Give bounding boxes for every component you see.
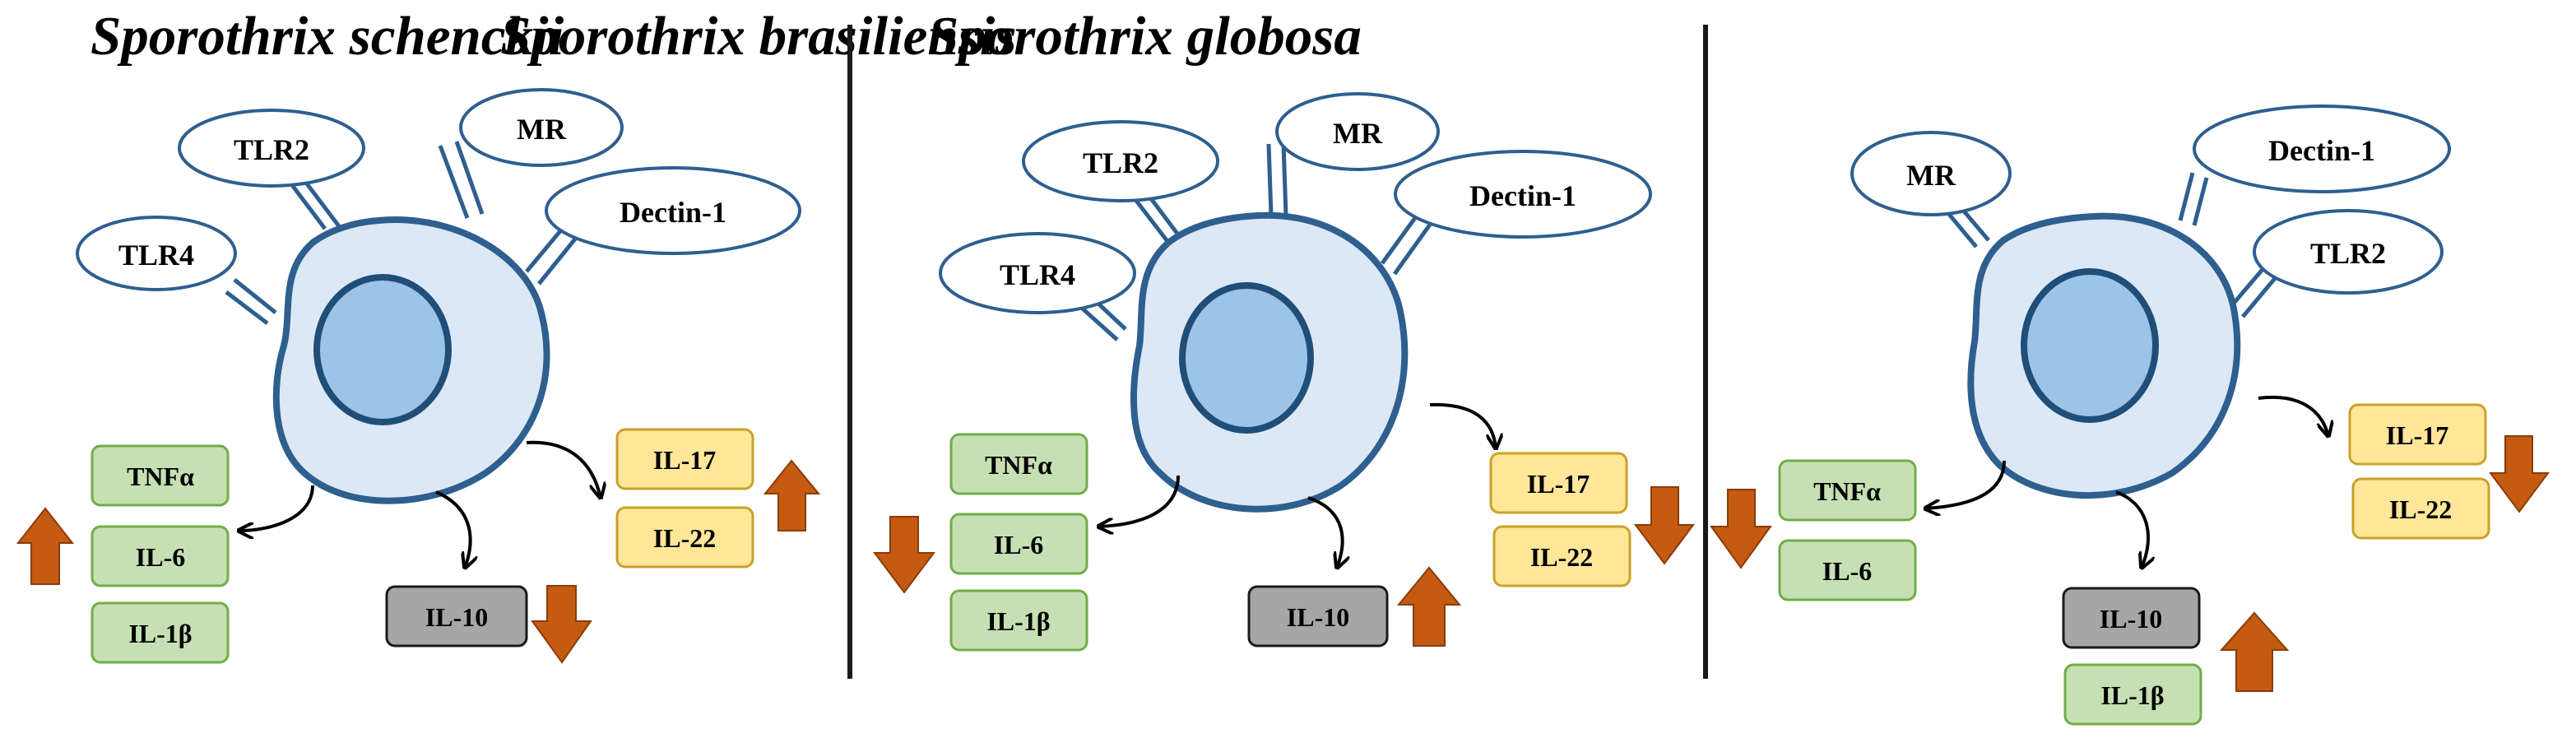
receptor-label: Dectin-1	[2268, 134, 2375, 167]
cytokine-tnfa: TNFα	[949, 433, 1088, 495]
receptor-tlr4: TLR4	[76, 216, 237, 291]
cytokine-il17: IL-17	[1489, 452, 1628, 514]
down-arrow-il10	[531, 585, 592, 664]
arrow-to-il10	[435, 490, 471, 568]
nucleus	[313, 274, 452, 425]
panel-2: TLR2 MR TLR4 Dectin-1 TNFα IL-6 IL-1β	[873, 92, 1695, 652]
receptor-label: TLR2	[2310, 237, 2386, 270]
cytokine-il6: IL-6	[949, 513, 1088, 575]
receptor-label: Dectin-1	[620, 196, 726, 229]
cytokine-label: IL-1β	[128, 619, 192, 648]
cytokine-il6: IL-6	[91, 525, 230, 587]
receptor-stalks	[1076, 143, 1432, 341]
arrow-to-proinflammatory	[1098, 475, 1180, 527]
arrow-to-proinflammatory	[1925, 460, 2006, 508]
cytokine-label: TNFα	[127, 462, 194, 491]
cytokine-label: IL-1β	[986, 606, 1050, 636]
cytokine-il1b: IL-1β	[949, 589, 1088, 652]
cytokine-il1b: IL-1β	[2063, 663, 2202, 726]
cytokine-label: IL-6	[994, 530, 1043, 559]
cytokine-label: IL-6	[136, 542, 185, 572]
cytokine-label: IL-22	[2389, 494, 2452, 524]
receptor-label: TLR4	[118, 239, 194, 272]
cytokine-label: TNFα	[985, 450, 1052, 480]
cytokine-tnfa: TNFα	[1778, 459, 1917, 522]
down-arrow-th17	[1634, 486, 1695, 565]
receptor-dectin-1: Dectin-1	[2193, 104, 2451, 193]
cytokine-label: IL-17	[2386, 420, 2448, 450]
cytokine-tnfa: TNFα	[91, 444, 230, 507]
receptor-label: MR	[517, 113, 567, 146]
receptor-mr: MR	[1850, 131, 2012, 216]
cytokine-il22: IL-22	[1492, 525, 1631, 587]
receptor-label: Dectin-1	[1469, 179, 1576, 212]
divider-2	[1703, 25, 1708, 679]
arrow-to-il17	[2258, 395, 2328, 436]
arrow-to-proinflammatory	[239, 485, 314, 531]
receptor-label: MR	[1906, 159, 1956, 192]
receptor-tlr2: TLR2	[1022, 120, 1219, 202]
cytokine-il1b: IL-1β	[91, 601, 230, 664]
cytokine-label: IL-10	[425, 602, 488, 632]
cytokine-label: IL-6	[1822, 556, 1872, 586]
down-arrow-proinflammatory	[1710, 489, 1772, 569]
up-arrow-il10-il1b	[2219, 611, 2290, 692]
cytokine-label: TNFα	[1813, 476, 1881, 506]
cytokine-il22: IL-22	[615, 506, 754, 569]
cytokine-label: IL-22	[1530, 542, 1593, 572]
cytokine-label: IL-10	[1287, 602, 1349, 632]
cytokine-il10: IL-10	[385, 585, 528, 647]
arrow-to-il10	[2115, 490, 2148, 568]
receptor-stalks	[225, 141, 582, 325]
panel-1: TLR2 MR TLR4 Dectin-1 TNFα IL-6	[16, 88, 821, 664]
divider-1	[847, 25, 852, 679]
cytokine-label: IL-1β	[2100, 680, 2164, 710]
up-arrow-th17	[763, 459, 821, 531]
receptor-tlr2: TLR2	[2253, 209, 2444, 295]
arrow-to-il17	[1429, 402, 1496, 448]
cytokine-il22: IL-22	[2351, 477, 2490, 540]
arrow-to-il17	[526, 440, 601, 498]
receptor-dectin-1: Dectin-1	[545, 166, 801, 255]
receptor-label: TLR2	[1083, 146, 1158, 179]
cytokine-il17: IL-17	[2348, 403, 2487, 466]
receptor-mr: MR	[1275, 92, 1440, 171]
down-arrow-proinflammatory	[873, 516, 935, 594]
cytokine-label: IL-22	[653, 523, 716, 553]
cytokine-label: IL-17	[1527, 469, 1590, 499]
nucleus	[1179, 282, 1314, 434]
nucleus	[2021, 268, 2159, 423]
receptor-label: MR	[1333, 117, 1383, 150]
cytokine-il10: IL-10	[2062, 587, 2201, 649]
cytokine-label: IL-17	[653, 445, 716, 475]
cytokine-il17: IL-17	[615, 428, 754, 490]
receptor-label: TLR4	[1000, 258, 1075, 291]
up-arrow-il10	[1396, 566, 1462, 647]
cytokine-il6: IL-6	[1778, 539, 1917, 601]
down-arrow-th17	[2489, 435, 2550, 513]
receptor-label: TLR2	[234, 133, 309, 166]
arrow-to-il10	[1307, 496, 1343, 568]
receptor-mr: MR	[459, 88, 624, 167]
receptor-tlr2: TLR2	[178, 109, 365, 188]
up-arrow-proinflammatory	[16, 507, 75, 585]
cytokine-label: IL-10	[2100, 604, 2162, 634]
receptor-tlr4: TLR4	[939, 232, 1136, 314]
panel-3: MR Dectin-1 TLR2 TNFα IL-6 IL-17 IL-2	[1710, 104, 2550, 726]
receptor-dectin-1: Dectin-1	[1394, 150, 1652, 239]
cytokine-il10: IL-10	[1247, 585, 1389, 647]
